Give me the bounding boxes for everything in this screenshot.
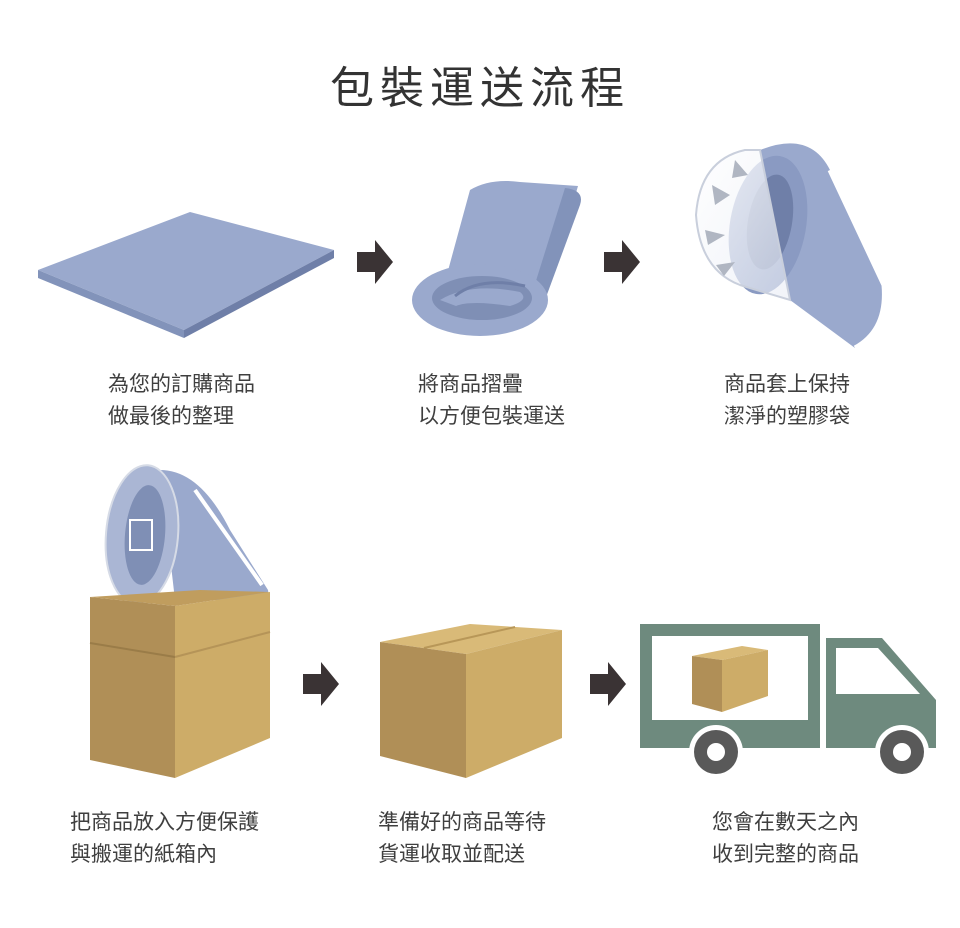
step-5-line1: 準備好的商品等待 [378,810,546,834]
flat-mattress-icon [38,212,334,338]
step-3-caption: 商品套上保持 潔淨的塑膠袋 [724,368,850,432]
arrow-right-icon [604,240,640,284]
step-2-line2: 以方便包裝運送 [418,404,565,428]
step-6-line1: 您會在數天之內 [712,810,859,834]
step-5-line2: 貨運收取並配送 [378,842,525,866]
arrow-right-icon [303,662,339,706]
step-5-caption: 準備好的商品等待 貨運收取並配送 [378,806,546,870]
page-title: 包裝運送流程 [330,63,630,114]
step-2-caption: 將商品摺疊 以方便包裝運送 [418,368,565,432]
step-1-line1: 為您的訂購商品 [108,372,255,396]
arrow-right-icon [590,662,626,706]
delivery-truck-icon [640,624,936,779]
step-6-caption: 您會在數天之內 收到完整的商品 [712,806,859,870]
step-4-caption: 把商品放入方便保護 與搬運的紙箱內 [70,806,259,870]
bagged-mattress-icon [694,143,887,351]
box-with-mattress-icon [89,464,271,778]
arrow-right-icon [357,240,393,284]
folded-mattress-icon [412,181,581,336]
step-2-line1: 將商品摺疊 [418,372,523,396]
step-1-line2: 做最後的整理 [108,404,234,428]
step-3-line1: 商品套上保持 [724,372,850,396]
step-3-line2: 潔淨的塑膠袋 [724,404,850,428]
sealed-box-icon [380,624,562,778]
step-6-line2: 收到完整的商品 [712,842,859,866]
step-4-line1: 把商品放入方便保護 [70,810,259,834]
step-1-caption: 為您的訂購商品 做最後的整理 [108,368,255,432]
step-4-line2: 與搬運的紙箱內 [70,842,217,866]
